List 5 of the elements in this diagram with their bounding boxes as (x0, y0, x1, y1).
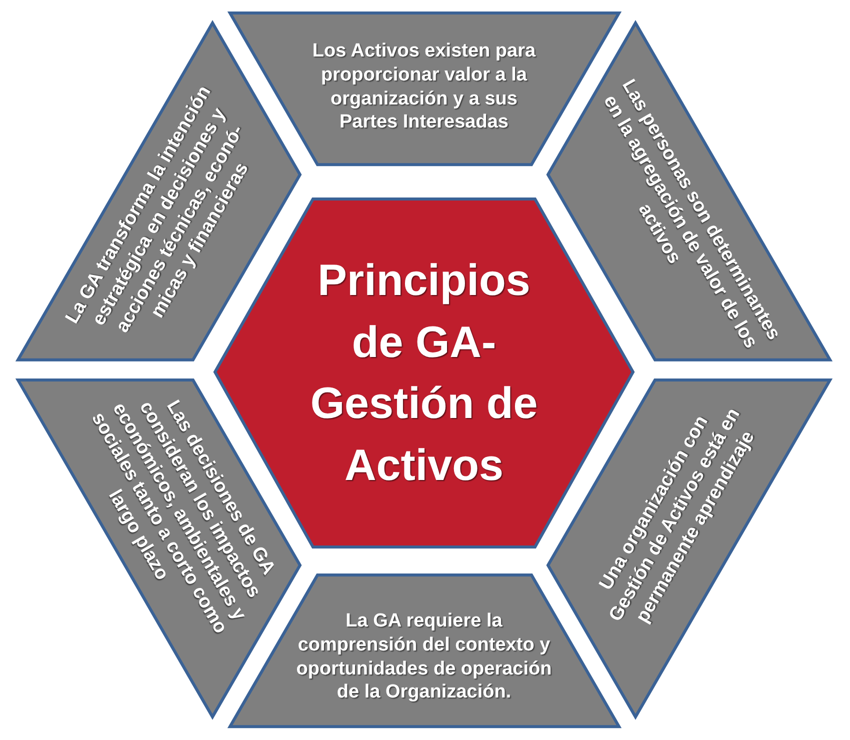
principle-panel (14, 20, 303, 364)
principle-text: La GA requiere la comprensión del contexto y oportunidades de operación de la Organización. (295, 609, 553, 704)
principle-text: Los Activos existen para proporcionar valor a la organización y a sus Partes Interesadas (311, 40, 537, 134)
principle-panel (545, 20, 834, 364)
center-title: Principios de GA- Gestión de Activos (309, 254, 539, 492)
